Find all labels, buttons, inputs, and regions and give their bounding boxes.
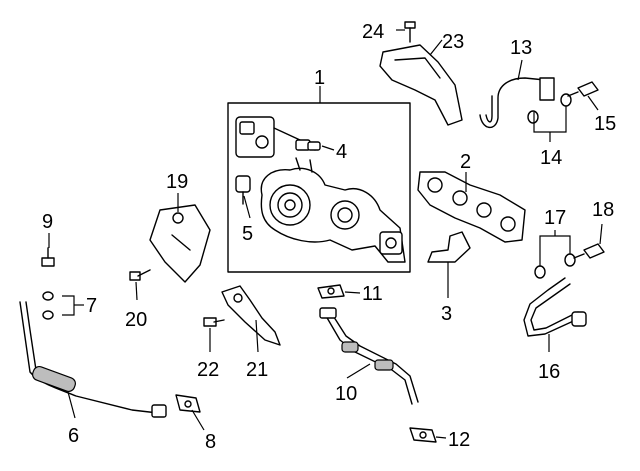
heat-shield-lower[interactable] [149, 204, 211, 283]
callout-24: 24 [362, 21, 384, 43]
callout-17: 17 [544, 207, 566, 229]
callout-4: 4 [336, 141, 347, 163]
callout-18: 18 [592, 199, 614, 221]
coolant-line[interactable] [319, 307, 419, 405]
callout-6: 6 [68, 425, 79, 447]
callout-13: 13 [510, 37, 532, 59]
callout-11: 11 [362, 283, 383, 305]
leader-lines [48, 29, 603, 439]
oil-return-line[interactable] [19, 301, 167, 418]
washer-17b[interactable] [564, 253, 576, 267]
coolant-return-line[interactable] [523, 277, 587, 337]
support-bracket[interactable] [427, 231, 471, 263]
callout-8: 8 [205, 431, 216, 453]
bolt-9[interactable] [41, 247, 55, 267]
boost-sensor[interactable] [295, 139, 321, 151]
bracket-21[interactable] [221, 285, 281, 346]
turbo-assembly-frame [227, 102, 411, 273]
callout-5: 5 [242, 223, 253, 245]
washer-14a[interactable] [527, 110, 539, 124]
bolt-18[interactable] [573, 243, 605, 259]
callout-7: 7 [86, 295, 97, 317]
callout-19: 19 [166, 171, 188, 193]
callout-15: 15 [594, 113, 616, 135]
callout-16: 16 [538, 361, 560, 383]
callout-14: 14 [540, 147, 562, 169]
seal-7a[interactable] [42, 291, 54, 301]
manifold-gasket[interactable] [417, 171, 526, 243]
washer-17a[interactable] [534, 265, 546, 279]
callout-2: 2 [460, 151, 471, 173]
oil-feed-line[interactable] [479, 77, 555, 129]
oil-return-fitting[interactable] [235, 175, 251, 205]
turbo-housing[interactable] [260, 157, 406, 263]
callout-labels: 1 2 3 4 5 6 7 8 9 10 11 12 13 14 15 16 1… [42, 21, 616, 453]
seal-7b[interactable] [42, 310, 54, 320]
callout-10: 10 [335, 383, 357, 405]
callout-20: 20 [125, 309, 147, 331]
gasket-11[interactable] [317, 284, 345, 299]
callout-12: 12 [448, 429, 470, 451]
bolt-24[interactable] [404, 21, 416, 43]
bolt-22[interactable] [203, 317, 225, 327]
callout-3: 3 [441, 303, 452, 325]
wastegate-actuator[interactable] [235, 116, 316, 158]
bolt-15[interactable] [567, 81, 599, 97]
callout-1: 1 [314, 67, 325, 89]
gasket-12[interactable] [409, 427, 437, 443]
callout-9: 9 [42, 211, 53, 233]
callout-22: 22 [197, 359, 219, 381]
callout-21: 21 [246, 359, 268, 381]
gasket-8[interactable] [175, 394, 201, 413]
bolt-20[interactable] [129, 269, 151, 281]
heat-shield-upper[interactable] [379, 44, 463, 126]
callout-23: 23 [442, 31, 464, 53]
